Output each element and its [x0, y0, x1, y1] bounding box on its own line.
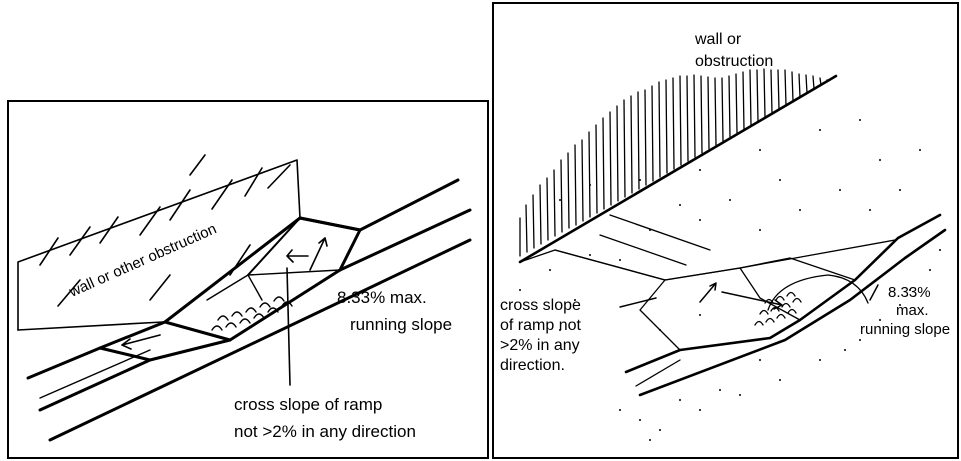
- left-arrow-lower: [121, 334, 161, 350]
- left-arrows: [121, 237, 328, 386]
- right-ramp-details: [519, 214, 896, 387]
- right-arrows: [619, 282, 879, 310]
- right-slope-label-1: 8.33%: [888, 284, 931, 301]
- right-wall-hatch: [519, 68, 829, 257]
- right-cross-slope-label-3: >2% in any: [500, 337, 580, 354]
- left-cross-slope-label-1: cross slope of ramp: [234, 395, 382, 414]
- right-leader-slope: [869, 284, 879, 301]
- left-wall: [17, 154, 301, 331]
- right-leader-cross: [619, 297, 657, 308]
- right-ramp: [518, 74, 947, 397]
- left-figure-frame: [7, 100, 489, 459]
- left-figure: wall or other obstruction 8.33% max. run…: [7, 100, 489, 459]
- right-slope-label-2: max.: [896, 302, 929, 319]
- left-leader-line: [286, 267, 291, 386]
- right-stipple: [519, 119, 941, 441]
- left-ramp: [26, 178, 472, 442]
- right-slope-label-3: running slope: [860, 321, 950, 338]
- left-cross-slope-label-2: not >2% in any direction: [234, 422, 416, 441]
- right-cross-slope-label-1: cross slope: [500, 297, 581, 314]
- right-cross-slope-label-4: direction.: [500, 357, 565, 374]
- left-slope-label-2: running slope: [350, 315, 452, 334]
- left-arrow-upper-1: [286, 249, 309, 263]
- right-arrow-running: [721, 291, 783, 310]
- left-slope-label-1: 8.33% max.: [337, 288, 427, 307]
- right-cross-slope-label-2: of ramp not: [500, 317, 581, 334]
- right-obstruction-label-2: obstruction: [695, 53, 773, 70]
- right-figure-frame: [492, 2, 959, 459]
- right-figure: wall or obstruction cross slope of ramp …: [492, 2, 959, 459]
- left-arrow-upper-2: [309, 237, 328, 271]
- right-obstruction-label-1: wall or: [694, 31, 742, 48]
- right-arrow-upper: [699, 282, 717, 303]
- left-ramp-details: [39, 269, 341, 399]
